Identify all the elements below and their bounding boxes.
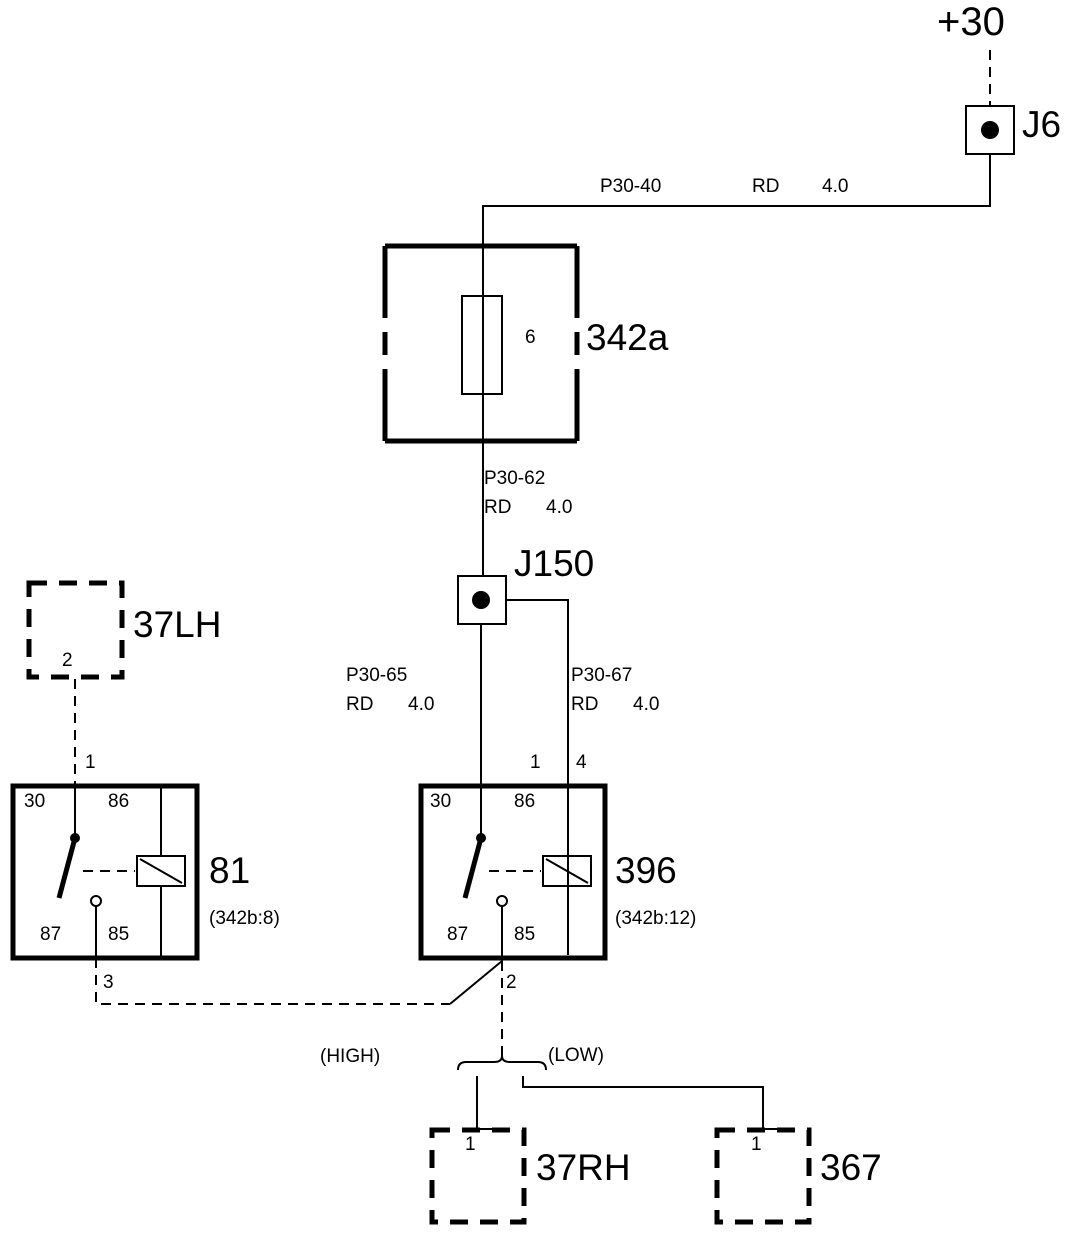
j6-label: J6 (1022, 104, 1061, 145)
fuse-number: 6 (525, 327, 536, 348)
relay-396-box (418, 783, 608, 961)
relay-396-switch-arm (462, 837, 484, 899)
connector-367-label: 367 (820, 1147, 882, 1188)
wire-p30-62-color: RD (484, 497, 511, 518)
relay-81-pin-top: 1 (85, 752, 96, 773)
fuse-box-342a (382, 243, 580, 444)
wire-p30-67-size: 4.0 (633, 694, 659, 715)
relay-81-switch-arm (56, 837, 78, 899)
connector-37lh (26, 580, 125, 680)
relay-396-coil-diagonal (545, 858, 589, 884)
relay-396-label: 396 (615, 850, 677, 891)
connector-367 (714, 1127, 812, 1225)
relay-396-term-30: 30 (430, 791, 451, 812)
relay-396-pin-1: 1 (530, 752, 541, 773)
relay-81-term-87: 87 (40, 924, 61, 945)
relay-81-term-86: 86 (108, 791, 129, 812)
relay-396-term-87: 87 (447, 924, 468, 945)
relay-81-term-85: 85 (108, 924, 129, 945)
fuse-box-label: 342a (586, 317, 669, 358)
branch-brace (457, 1055, 547, 1071)
wire-p30-65-color: RD (346, 694, 373, 715)
relay-396-term-86: 86 (514, 791, 535, 812)
relay-396-pin-4: 4 (576, 752, 587, 773)
wire-p30-40-id: P30-40 (600, 176, 661, 197)
branch-high-label: (HIGH) (320, 1046, 380, 1067)
relay-81-pin-bottom: 3 (103, 972, 114, 993)
wire-relay-81-pin-3 (95, 958, 450, 1005)
wire-p30-65-id: P30-65 (346, 665, 407, 686)
wire-low-to-367 (522, 1076, 764, 1129)
wire-p30-67-id: P30-67 (571, 665, 632, 686)
j150-label: J150 (514, 543, 594, 584)
connector-37lh-pin: 2 (62, 650, 73, 671)
connector-37lh-label: 37LH (133, 604, 221, 645)
relay-81-ref: (342b:8) (209, 908, 280, 929)
connector-37rh-pin: 1 (465, 1134, 476, 1155)
relay-81-label: 81 (209, 850, 250, 891)
relay-396-pin-bottom: 2 (506, 972, 517, 993)
wire-join-diagonal (449, 960, 503, 1005)
relay-396-term-85: 85 (514, 924, 535, 945)
relay-396-contact-87a (496, 895, 508, 907)
supply-label: +30 (937, 0, 1005, 44)
wire-p30-65-size: 4.0 (408, 694, 434, 715)
wire-p30-40 (482, 154, 991, 296)
relay-81-term-30: 30 (24, 791, 45, 812)
relay-81-box (10, 783, 200, 961)
wire-p30-67 (506, 599, 569, 955)
wire-p30-67-color: RD (571, 694, 598, 715)
relay-396-coil (542, 855, 592, 887)
j150-junction-dot (472, 591, 490, 609)
wire-p30-40-size: 4.0 (822, 176, 848, 197)
connector-37rh (429, 1127, 527, 1225)
wire-p30-62-size: 4.0 (546, 497, 572, 518)
branch-low-label: (LOW) (548, 1045, 604, 1066)
relay-396-ref: (342b:12) (615, 908, 696, 929)
wire-p30-40-color: RD (752, 176, 779, 197)
relay-81-coil-diagonal (139, 858, 183, 884)
relay-81-contact-87a (90, 895, 102, 907)
wire-p30-62-id: P30-62 (484, 468, 545, 489)
connector-367-pin: 1 (751, 1134, 762, 1155)
j6-junction-dot (981, 121, 999, 139)
connector-37rh-label: 37RH (536, 1147, 631, 1188)
